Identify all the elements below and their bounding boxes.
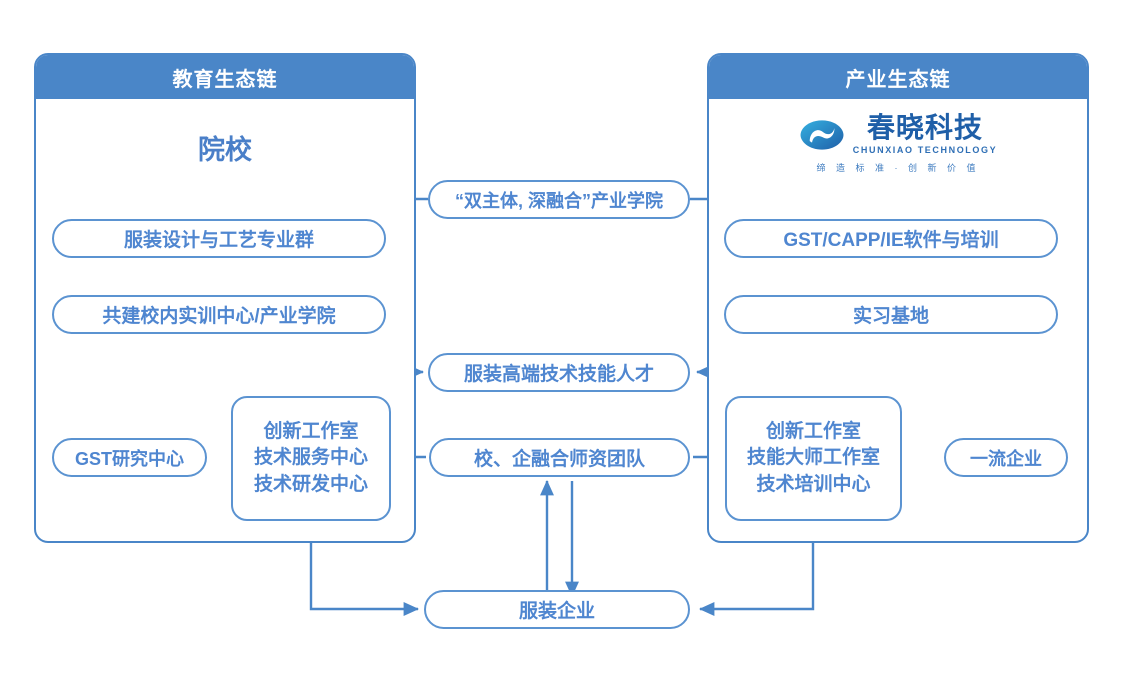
left-studio-line-2: 技术服务中心: [253, 447, 368, 469]
node-right-innovation-studio[interactable]: 创新工作室 技能大师工作室 技术培训中心: [725, 396, 902, 521]
node-left-innovation-studio[interactable]: 创新工作室 技术服务中心 技术研发中心: [231, 396, 391, 521]
node-industry-college[interactable]: “双主体, 深融合”产业学院: [428, 180, 690, 219]
panel-education-header: 教育生态链: [36, 55, 414, 99]
node-high-end-talent[interactable]: 服装高端技术技能人才: [428, 353, 690, 392]
right-studio-line-2: 技能大师工作室: [746, 447, 880, 469]
node-campus-training-center[interactable]: 共建校内实训中心/产业学院: [52, 295, 386, 334]
wire-right-studio-to-bottom: [699, 521, 815, 616]
logo-name-cn: 春晓科技: [866, 112, 983, 143]
left-studio-line-1: 创新工作室: [263, 421, 359, 443]
panel-education-subtitle: 院校: [198, 135, 252, 165]
chunxiao-logo: 春晓科技 CHUNXIAO TECHNOLOGY 缔 造 标 准 · 创 新 价…: [707, 114, 1089, 174]
node-top-tier-enterprise[interactable]: 一流企业: [944, 438, 1068, 477]
logo-tagline: 缔 造 标 准 · 创 新 价 值: [816, 163, 980, 173]
chunxiao-eye-logo-icon: [799, 118, 845, 152]
node-apparel-major-group[interactable]: 服装设计与工艺专业群: [52, 219, 386, 258]
node-apparel-enterprise[interactable]: 服装企业: [424, 590, 690, 629]
right-studio-line-1: 创新工作室: [765, 421, 861, 443]
node-gst-research-center[interactable]: GST研究中心: [52, 438, 207, 477]
left-studio-line-3: 技术研发中心: [253, 473, 368, 495]
node-gst-capp-ie-software[interactable]: GST/CAPP/IE软件与培训: [724, 219, 1058, 258]
wire-left-studio-to-bottom: [309, 521, 419, 616]
node-joint-faculty-team[interactable]: 校、企融合师资团队: [429, 438, 690, 477]
right-studio-line-3: 技术培训中心: [756, 473, 871, 495]
logo-name-en: CHUNXIAO TECHNOLOGY: [852, 145, 998, 155]
node-internship-base[interactable]: 实习基地: [724, 295, 1058, 334]
panel-industry-header: 产业生态链: [709, 55, 1087, 99]
